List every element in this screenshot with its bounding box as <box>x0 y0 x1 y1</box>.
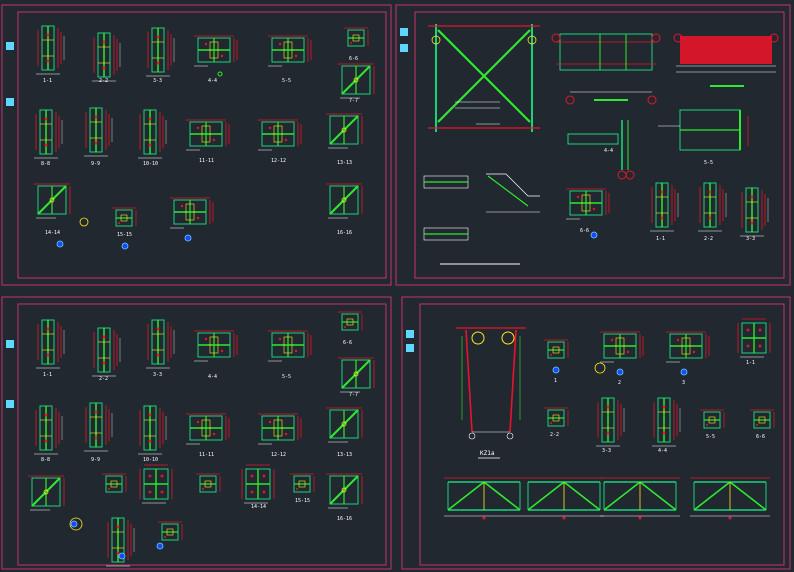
detail-label: 8-8 <box>41 457 50 463</box>
detail-label: 4-4 <box>208 374 217 380</box>
detail-label: 14-14 <box>251 504 266 510</box>
detail-label: 1-1 <box>656 236 665 242</box>
detail-label: 4-4 <box>208 78 217 84</box>
detail-label: 13-13 <box>337 452 352 458</box>
detail-label: 6-6 <box>580 228 589 234</box>
labels-bottom-right: KZ1a 1 2 3 1-1 2-2 3-3 4-4 5-5 6-6 <box>480 360 765 457</box>
detail-label: 2-2 <box>99 78 108 84</box>
detail-label: 3-3 <box>153 78 162 84</box>
detail-label: 11-11 <box>199 158 214 164</box>
detail-label: 16-16 <box>337 516 352 522</box>
detail-label: 4-4 <box>604 148 613 154</box>
labels-top-left: 1-1 2-2 3-3 4-4 5-5 6-6 7-7 8-8 9-9 10-1… <box>41 56 358 238</box>
detail-label: 2-2 <box>550 432 559 438</box>
details-top-right <box>423 24 779 265</box>
detail-label: 11-11 <box>199 452 214 458</box>
detail-label: 1-1 <box>746 360 755 366</box>
detail-label: 6-6 <box>756 434 765 440</box>
labels-top-right: 1-1 2-2 3-3 4-4 5-5 6-6 <box>580 148 755 242</box>
detail-label: 3-3 <box>602 448 611 454</box>
detail-label: 2-2 <box>99 376 108 382</box>
details-bottom-left <box>27 311 375 567</box>
detail-label: 15-15 <box>295 498 310 504</box>
sheet-bottom-left <box>1 296 392 570</box>
detail-label: 3 <box>682 380 685 386</box>
detail-label: 3-3 <box>746 236 755 242</box>
detail-label: 2 <box>618 380 621 386</box>
frame-title: KZ1a <box>480 450 495 457</box>
detail-label: 3-3 <box>153 372 162 378</box>
detail-label: 10-10 <box>143 161 158 167</box>
detail-label: 8-8 <box>41 161 50 167</box>
detail-label: 15-15 <box>117 232 132 238</box>
detail-label: 16-16 <box>337 230 352 236</box>
sheet-bottom-right <box>401 296 791 570</box>
detail-label: 10-10 <box>143 457 158 463</box>
detail-label: 9-9 <box>91 161 100 167</box>
detail-label: 1-1 <box>43 372 52 378</box>
detail-label: 6-6 <box>349 56 358 62</box>
sheet-top-left <box>1 4 392 286</box>
detail-label: 13-13 <box>337 160 352 166</box>
detail-label: 2-2 <box>704 236 713 242</box>
detail-label: 1 <box>554 378 557 384</box>
detail-label: 5-5 <box>282 78 291 84</box>
detail-label: 7-7 <box>349 98 358 104</box>
details-top-left <box>33 25 375 250</box>
detail-label: 6-6 <box>343 340 352 346</box>
detail-label: 12-12 <box>271 158 286 164</box>
detail-label: 14-14 <box>45 230 60 236</box>
detail-label: 7-7 <box>349 392 358 398</box>
detail-label: 1-1 <box>43 78 52 84</box>
detail-label: 12-12 <box>271 452 286 458</box>
labels-bottom-left: 1-1 2-2 3-3 4-4 5-5 6-6 7-7 8-8 9-9 10-1… <box>41 340 358 522</box>
detail-label: 5-5 <box>706 434 715 440</box>
details-bottom-right <box>443 318 775 521</box>
detail-label: 4-4 <box>658 448 667 454</box>
detail-label: 5-5 <box>704 160 713 166</box>
detail-label: 9-9 <box>91 457 100 463</box>
detail-label: 5-5 <box>282 374 291 380</box>
sheet-top-right <box>395 4 791 286</box>
